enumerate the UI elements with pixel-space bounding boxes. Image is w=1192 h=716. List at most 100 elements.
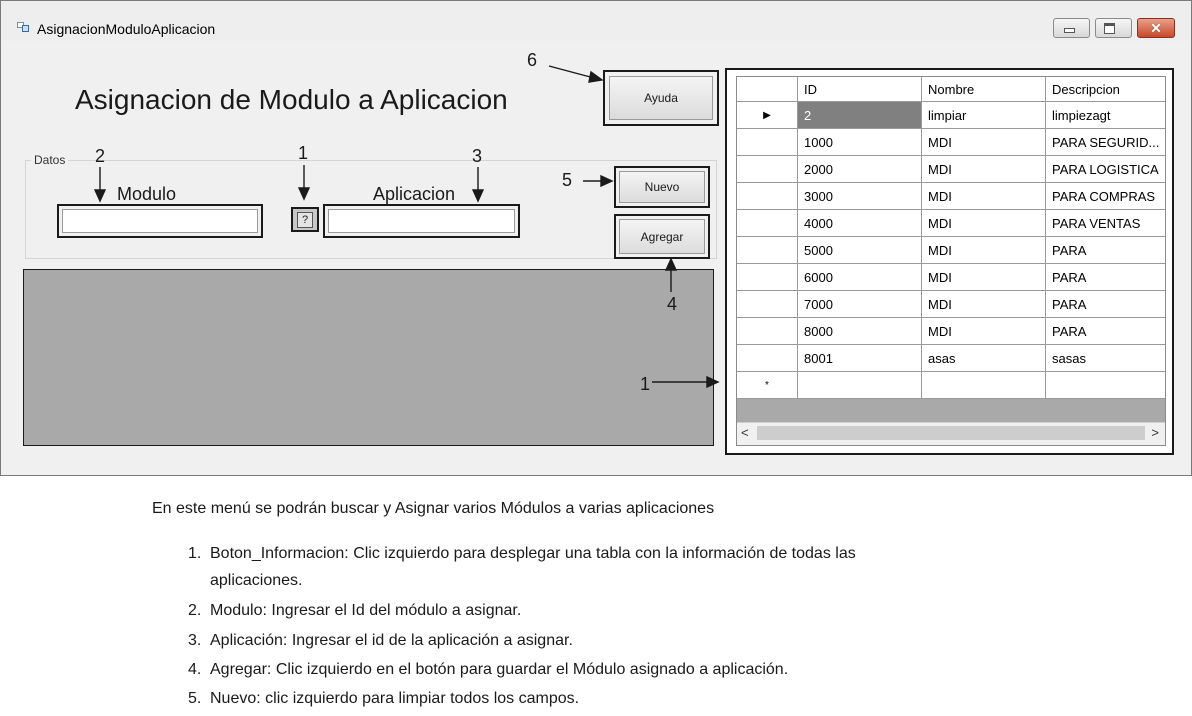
modulo-highlight: [57, 204, 263, 238]
table-cell[interactable]: MDI: [922, 156, 1046, 183]
annotation-2: 2: [95, 146, 106, 166]
table-row[interactable]: ▶ 2 limpiar limpiezagt: [737, 102, 1165, 129]
modulo-label: Modulo: [117, 184, 177, 204]
scroll-left-icon[interactable]: <: [741, 425, 749, 440]
table-cell[interactable]: MDI: [922, 129, 1046, 156]
table-cell[interactable]: MDI: [922, 264, 1046, 291]
table-cell[interactable]: MDI: [922, 291, 1046, 318]
row-header[interactable]: [737, 156, 798, 183]
row-header[interactable]: [737, 183, 798, 210]
ayuda-highlight: [603, 70, 719, 126]
ayuda-button[interactable]: Ayuda: [609, 76, 713, 120]
table-row[interactable]: 4000 MDI PARA VENTAS: [737, 210, 1165, 237]
table-cell[interactable]: PARA COMPRAS: [1046, 183, 1165, 210]
row-header[interactable]: [737, 291, 798, 318]
column-header-descripcion[interactable]: Descripcion: [1046, 77, 1165, 102]
current-row-marker: ▶: [737, 102, 798, 129]
table-row[interactable]: 3000 MDI PARA COMPRAS: [737, 183, 1165, 210]
form-icon: [17, 22, 29, 32]
table-cell[interactable]: PARA VENTAS: [1046, 210, 1165, 237]
table-cell[interactable]: MDI: [922, 237, 1046, 264]
table-cell[interactable]: limpiar: [922, 102, 1046, 129]
table-cell[interactable]: [1046, 372, 1165, 399]
table-cell[interactable]: PARA: [1046, 237, 1165, 264]
table-cell[interactable]: 8001: [798, 345, 922, 372]
annotation-4: 4: [667, 294, 678, 314]
list-item-continuation: aplicaciones.: [210, 572, 303, 589]
row-header[interactable]: [737, 318, 798, 345]
minimize-icon: [1064, 28, 1075, 33]
annotation-3: 3: [472, 146, 483, 166]
annotation-6: 6: [527, 50, 538, 70]
table-cell[interactable]: PARA: [1046, 291, 1165, 318]
list-item: 4.Agregar: Clic izquierdo en el botón pa…: [188, 661, 789, 678]
annotation-1: 1: [298, 143, 309, 163]
nuevo-highlight: [614, 166, 710, 208]
title-bar: AsignacionModuloAplicacion ✕: [1, 1, 1191, 41]
row-header[interactable]: [737, 264, 798, 291]
new-row[interactable]: *: [737, 372, 1165, 399]
table-cell[interactable]: 8000: [798, 318, 922, 345]
table-cell[interactable]: PARA LOGISTICA: [1046, 156, 1165, 183]
table-cell[interactable]: MDI: [922, 183, 1046, 210]
column-header-id[interactable]: ID: [798, 77, 922, 102]
agregar-button[interactable]: Agregar: [619, 219, 705, 254]
table-cell[interactable]: 2000: [798, 156, 922, 183]
table-row[interactable]: 1000 MDI PARA SEGURID...: [737, 129, 1165, 156]
aplicacion-input[interactable]: [328, 209, 515, 233]
table-cell[interactable]: PARA: [1046, 264, 1165, 291]
table-row[interactable]: 8001 asas sasas: [737, 345, 1165, 372]
table-cell[interactable]: 6000: [798, 264, 922, 291]
table-cell[interactable]: 3000: [798, 183, 922, 210]
table-cell[interactable]: 2: [798, 102, 922, 129]
table-cell[interactable]: MDI: [922, 318, 1046, 345]
table-cell[interactable]: asas: [922, 345, 1046, 372]
close-icon: ✕: [1150, 20, 1162, 36]
intro-paragraph: En este menú se podrán buscar y Asignar …: [152, 500, 715, 517]
table-cell[interactable]: PARA: [1046, 318, 1165, 345]
row-header[interactable]: [737, 237, 798, 264]
table-cell[interactable]: 5000: [798, 237, 922, 264]
annotation-1-grid: 1: [640, 374, 651, 394]
table-row[interactable]: 2000 MDI PARA LOGISTICA: [737, 156, 1165, 183]
info-button-label: ?: [297, 211, 313, 228]
scrollbar-thumb[interactable]: [757, 426, 1145, 440]
close-button[interactable]: ✕: [1137, 18, 1175, 38]
table-cell[interactable]: [798, 372, 922, 399]
scroll-right-icon[interactable]: >: [1151, 425, 1159, 440]
table-row[interactable]: 6000 MDI PARA: [737, 264, 1165, 291]
row-header[interactable]: [737, 210, 798, 237]
new-row-marker: *: [737, 372, 798, 399]
table-cell[interactable]: limpiezagt: [1046, 102, 1165, 129]
maximize-icon: [1104, 23, 1115, 34]
table-cell[interactable]: 1000: [798, 129, 922, 156]
window-title: AsignacionModuloAplicacion: [37, 21, 216, 37]
aplicacion-highlight: [323, 204, 520, 238]
nuevo-button[interactable]: Nuevo: [619, 171, 705, 203]
table-cell[interactable]: PARA SEGURID...: [1046, 129, 1165, 156]
table-row[interactable]: 8000 MDI PARA: [737, 318, 1165, 345]
horizontal-scrollbar[interactable]: < >: [737, 422, 1165, 445]
table-cell[interactable]: [922, 372, 1046, 399]
row-header[interactable]: [737, 345, 798, 372]
info-button[interactable]: ?: [291, 207, 319, 232]
minimize-button[interactable]: [1053, 18, 1090, 38]
table-cell[interactable]: MDI: [922, 210, 1046, 237]
list-item: 5.Nuevo: clic izquierdo para limpiar tod…: [188, 690, 580, 707]
table-row[interactable]: 7000 MDI PARA: [737, 291, 1165, 318]
table-cell[interactable]: 7000: [798, 291, 922, 318]
maximize-button[interactable]: [1095, 18, 1132, 38]
form-heading: Asignacion de Modulo a Aplicacion: [75, 84, 508, 115]
table-cell[interactable]: sasas: [1046, 345, 1165, 372]
datos-groupbox: [25, 160, 717, 259]
modulo-input[interactable]: [62, 209, 258, 233]
aplicaciones-grid[interactable]: ID Nombre Descripcion ▶ 2 limpiar limpie…: [736, 76, 1166, 446]
table-row[interactable]: 5000 MDI PARA: [737, 237, 1165, 264]
aplicacion-label: Aplicacion: [373, 184, 456, 204]
agregar-highlight: [614, 214, 710, 259]
row-header[interactable]: [737, 129, 798, 156]
column-header-nombre[interactable]: Nombre: [922, 77, 1046, 102]
table-cell[interactable]: 4000: [798, 210, 922, 237]
results-panel: [23, 269, 714, 446]
